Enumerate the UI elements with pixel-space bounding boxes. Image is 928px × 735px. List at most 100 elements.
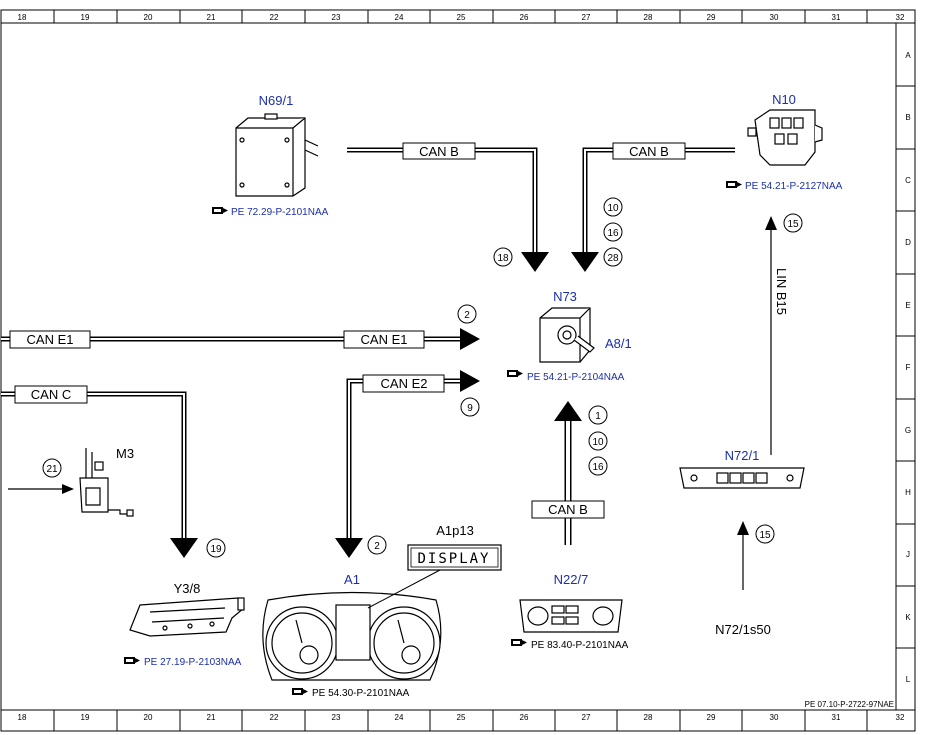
ignition-switch-illustration [539, 307, 595, 363]
can-e1-label: CAN E1 [361, 332, 408, 347]
row-label: E [905, 301, 910, 310]
arrowhead-right [62, 484, 74, 494]
component-name: N69/1 [259, 93, 294, 108]
fuel-pump-illustration [79, 448, 134, 517]
component-ref: PE 54.21-P-2127NAA [745, 181, 843, 192]
col-label: 21 [207, 13, 216, 22]
component-name: N72/1s50 [715, 622, 771, 637]
col-label: 32 [896, 13, 905, 22]
col-label: 21 [207, 713, 216, 722]
col-label: 28 [644, 713, 653, 722]
circle-markers [42, 197, 803, 558]
component-n73: N73 A8/1 PE 54.21-P-2104NAA [507, 289, 632, 383]
marker-21: 21 [46, 464, 58, 475]
component-ref: PE 54.21-P-2104NAA [527, 372, 625, 383]
component-n69-1: N69/1 PE 72.29-P-2101NAA [212, 93, 329, 218]
marker-16: 16 [592, 462, 604, 473]
bus-lines [1, 147, 772, 590]
component-name: Y3/8 [174, 581, 201, 596]
component-name: A1p13 [436, 523, 474, 538]
col-label: 29 [707, 713, 716, 722]
marker-9: 9 [467, 403, 473, 414]
component-name: M3 [116, 446, 134, 461]
marker-15: 15 [759, 530, 771, 541]
component-name: N72/1 [725, 448, 760, 463]
component-sub-name: A8/1 [605, 336, 632, 351]
marker-15: 15 [787, 219, 799, 230]
climate-panel-illustration [519, 599, 623, 633]
column-labels-bottom: 18 19 20 21 22 23 24 25 26 27 28 29 30 3… [18, 713, 905, 722]
instrument-cluster-illustration [262, 591, 442, 681]
row-label: H [905, 488, 911, 497]
col-label: 22 [270, 713, 279, 722]
marker-10: 10 [607, 203, 619, 214]
component-n10: N10 PE 54.21-P-2127NAA [726, 92, 843, 192]
module-illustration [235, 113, 319, 197]
can-b-label: CAN B [419, 144, 459, 159]
col-label: 23 [332, 13, 341, 22]
arrowhead-down [521, 252, 549, 272]
col-label: 22 [270, 13, 279, 22]
component-n22-7: N22/7 PE 83.40-P-2101NAA [511, 572, 629, 651]
marker-1: 1 [595, 411, 601, 422]
col-label: 25 [457, 13, 466, 22]
bus-labels: CAN B CAN B CAN E1 CAN E1 CAN E2 CAN C C… [9, 142, 789, 519]
can-c-label: CAN C [31, 387, 71, 402]
row-label: K [905, 613, 911, 622]
col-label: 20 [144, 13, 153, 22]
column-labels-top: 18 19 20 21 22 23 24 25 26 27 28 29 30 3… [18, 13, 905, 22]
row-label: L [906, 675, 911, 684]
col-label: 32 [896, 713, 905, 722]
display-readout: DISPLAY [417, 551, 490, 567]
row-label: G [905, 426, 911, 435]
arrowhead-right [460, 370, 480, 392]
can-e2-label: CAN E2 [381, 376, 428, 391]
circle-marker-labels: 10 16 28 18 15 2 9 1 10 16 21 19 2 15 [46, 203, 799, 555]
marker-28: 28 [607, 253, 619, 264]
component-name: A1 [344, 572, 360, 587]
col-label: 19 [81, 13, 90, 22]
component-ref: PE 54.30-P-2101NAA [312, 688, 410, 699]
marker-2: 2 [374, 541, 380, 552]
col-label: 27 [582, 713, 591, 722]
col-label: 26 [520, 13, 529, 22]
arrowhead-down [335, 538, 363, 558]
row-label: C [905, 176, 911, 185]
row-label: J [906, 550, 910, 559]
hand-pointer-icon [124, 657, 140, 664]
component-name: N73 [553, 289, 577, 304]
col-label: 27 [582, 13, 591, 22]
component-y3-8: Y3/8 PE 27.19-P-2103NAA [124, 581, 245, 668]
col-label: 29 [707, 13, 716, 22]
col-label: 30 [770, 713, 779, 722]
component-name: N10 [772, 92, 796, 107]
arrowhead-up [765, 216, 777, 230]
col-label: 23 [332, 713, 341, 722]
component-a1: A1 PE 54.30-P-2101NAA [262, 572, 442, 699]
row-label: D [905, 238, 911, 247]
arrowhead-up [737, 521, 749, 535]
col-label: 24 [395, 13, 404, 22]
lin-b15-label: LIN B15 [774, 268, 789, 315]
col-label: 18 [18, 713, 27, 722]
col-label: 30 [770, 13, 779, 22]
can-b-label: CAN B [629, 144, 669, 159]
col-label: 25 [457, 713, 466, 722]
row-labels: A B C D E F G H J K L [905, 51, 911, 684]
row-label: F [906, 363, 911, 372]
component-ref: PE 27.19-P-2103NAA [144, 657, 242, 668]
component-a1p13: A1p13 DISPLAY [367, 523, 502, 609]
valve-body-illustration [129, 597, 245, 637]
component-n72-1s50: N72/1s50 [715, 622, 771, 637]
component-name: N22/7 [554, 572, 589, 587]
hand-pointer-icon [726, 181, 742, 188]
col-label: 28 [644, 13, 653, 22]
hand-pointer-icon [212, 207, 228, 214]
marker-2: 2 [464, 310, 470, 321]
marker-18: 18 [497, 253, 509, 264]
col-label: 18 [18, 13, 27, 22]
arrowhead-right [460, 328, 480, 350]
marker-10: 10 [592, 437, 604, 448]
component-ref: PE 72.29-P-2101NAA [231, 207, 329, 218]
